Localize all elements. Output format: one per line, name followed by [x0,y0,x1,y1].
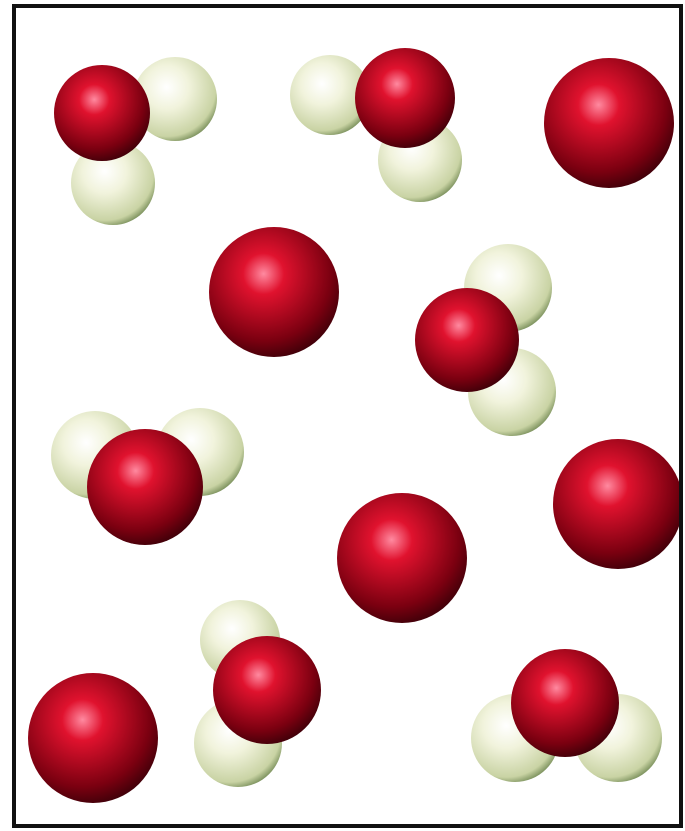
oxygen-atom [87,429,203,545]
single-atom [337,493,467,623]
oxygen-atom [213,636,321,744]
single-atom [553,439,683,569]
oxygen-atom [54,65,150,161]
oxygen-atom [511,649,619,757]
single-atom [28,673,158,803]
oxygen-atom [355,48,455,148]
single-atom [209,227,339,357]
oxygen-atom [415,288,519,392]
single-atom [544,58,674,188]
